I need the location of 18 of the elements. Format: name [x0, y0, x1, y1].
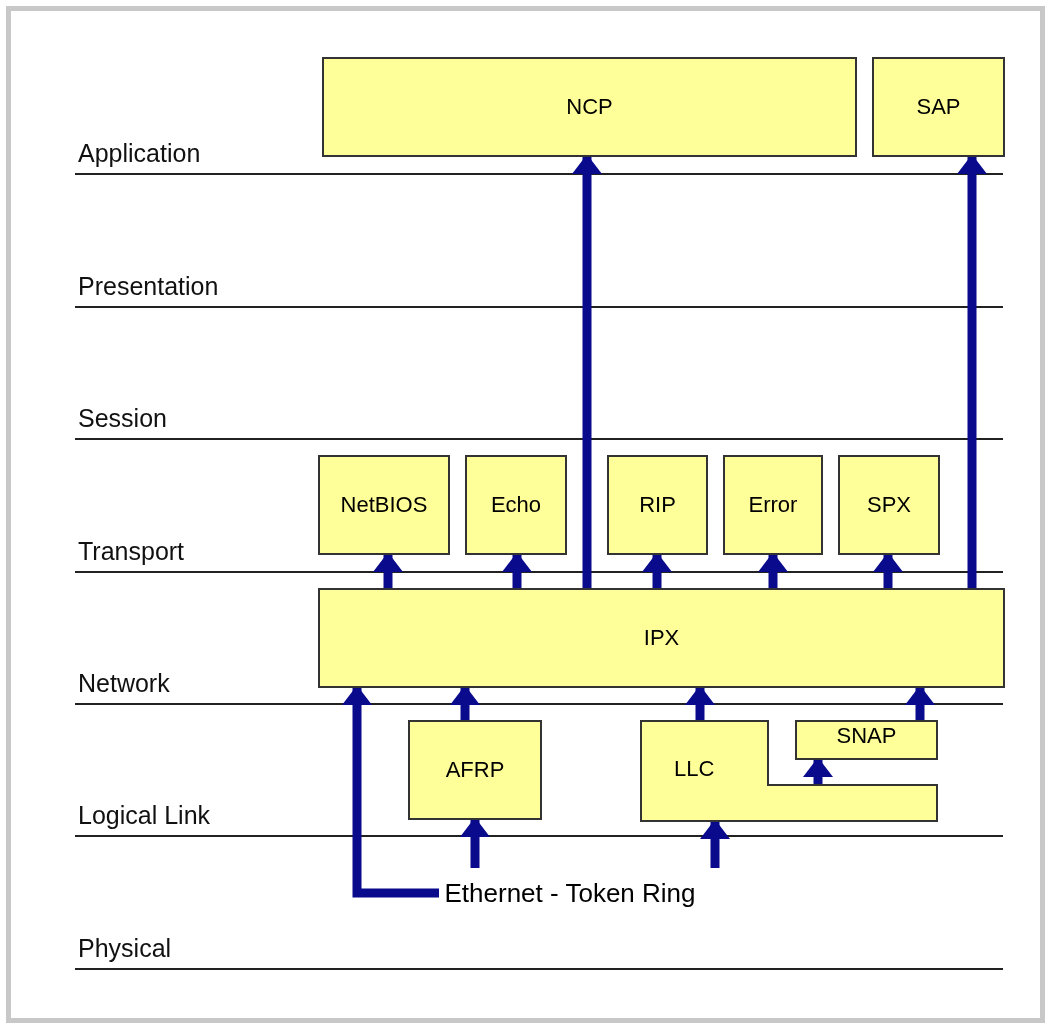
protocol-box: NCP: [322, 57, 857, 157]
layer-label: Physical: [78, 934, 172, 963]
layer-label: Application: [78, 139, 201, 168]
layer-label: Logical Link: [78, 801, 211, 830]
protocol-box: RIP: [607, 455, 708, 555]
layer-label: Session: [78, 404, 167, 433]
protocol-box: SNAP: [795, 720, 938, 760]
protocol-box: SAP: [872, 57, 1005, 157]
protocol-box: IPX: [318, 588, 1005, 688]
protocol-box: NetBIOS: [318, 455, 450, 555]
protocol-box: SPX: [838, 455, 940, 555]
protocol-box: AFRP: [408, 720, 542, 820]
protocol-box: Echo: [465, 455, 567, 555]
medium-label: Ethernet - Token Ring: [340, 868, 800, 918]
layer-label: Network: [78, 669, 170, 698]
layer-label: Transport: [78, 537, 185, 566]
layer-label: Presentation: [78, 272, 219, 301]
protocol-box: Error: [723, 455, 823, 555]
